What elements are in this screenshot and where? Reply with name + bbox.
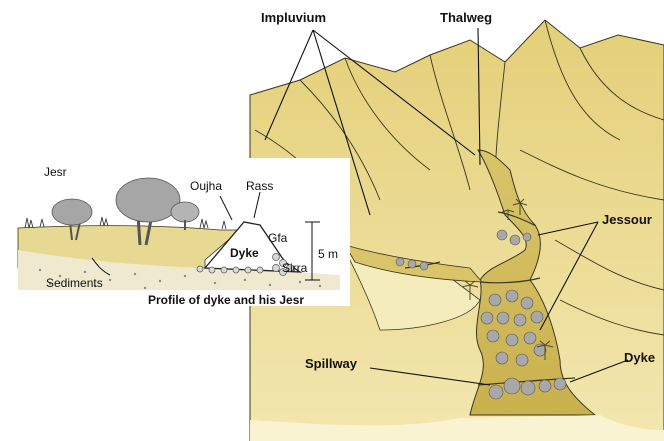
inset-label-sediments: Sediments	[46, 276, 103, 290]
dyke-profile-inset: Jesr Oujha Rass Gfa Dyke Sirra 5 m Sedim…	[18, 158, 350, 307]
inset-label-sirra: Sirra	[282, 261, 308, 275]
inset-label-oujha: Oujha	[190, 179, 222, 193]
inset-label-jesr: Jesr	[44, 165, 67, 179]
label-impluvium: Impluvium	[261, 10, 326, 25]
inset-label-rass: Rass	[246, 179, 273, 193]
label-jessour: Jessour	[602, 212, 652, 227]
inset-caption: Profile of dyke and his Jesr	[148, 293, 304, 307]
inset-label-gfa: Gfa	[268, 231, 288, 245]
inset-label-dyke: Dyke	[230, 246, 259, 260]
label-dyke-main: Dyke	[624, 350, 655, 365]
label-spillway: Spillway	[305, 356, 358, 371]
inset-label-height: 5 m	[318, 247, 338, 261]
label-thalweg: Thalweg	[440, 10, 492, 25]
